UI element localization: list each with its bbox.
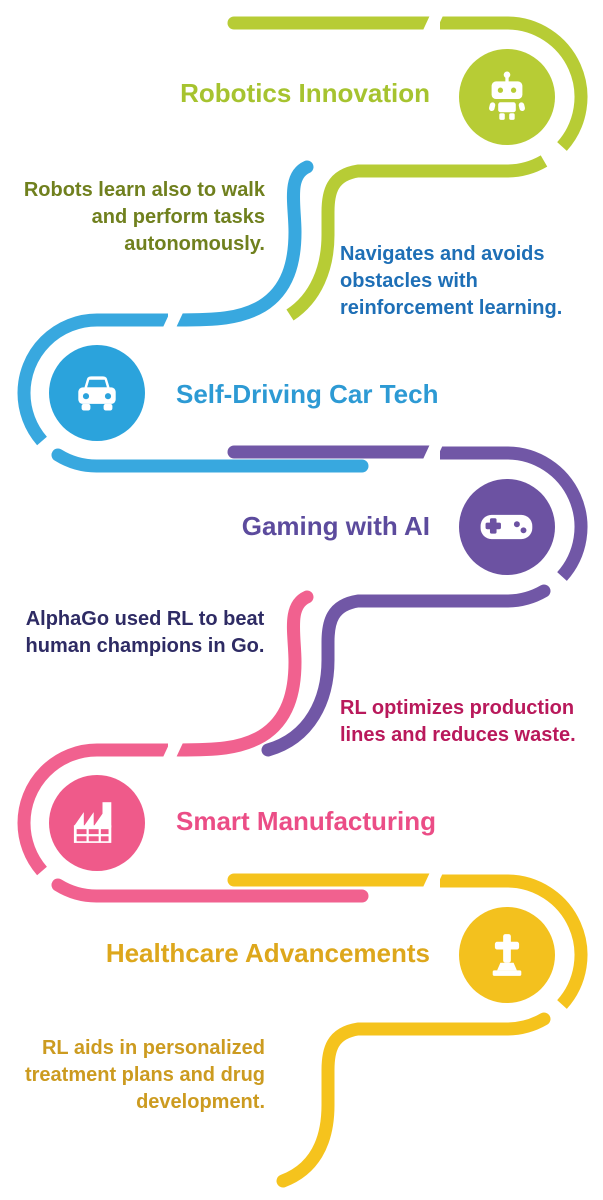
section-title-gaming: Gaming with AI xyxy=(241,511,430,541)
section-description-manufacturing: RL optimizes production lines and reduce… xyxy=(340,697,576,746)
robot-icon xyxy=(489,71,525,120)
section-title-healthcare: Healthcare Advancements xyxy=(105,938,430,968)
path-gap-cut xyxy=(160,302,186,338)
path-gap-cut xyxy=(420,862,446,898)
path-gap-cuts xyxy=(160,5,446,898)
robotics-ring-arc xyxy=(440,16,588,151)
manufacturing-entry-curve xyxy=(171,590,314,757)
car-icon xyxy=(78,376,116,411)
path-gap-cut xyxy=(160,732,186,768)
gaming-exit-path xyxy=(261,584,551,757)
section-title-robotics: Robotics Innovation xyxy=(180,78,430,108)
path-gap-cut xyxy=(420,5,446,41)
factory-icon xyxy=(73,802,112,843)
selfdriving-ring-arc xyxy=(17,313,168,446)
robotics-exit-path xyxy=(286,155,548,321)
gaming-ring-arc xyxy=(440,446,588,581)
section-title-manufacturing: Smart Manufacturing xyxy=(176,806,437,836)
selfdriving-entry-curve xyxy=(171,160,314,327)
selfdriving-exit-line xyxy=(51,448,369,473)
section-description-robotics: Robots learn also to walk and perform ta… xyxy=(23,179,265,255)
section-description-selfdriving: Navigates and avoids obstacles with rein… xyxy=(340,243,563,319)
manufacturing-exit-line xyxy=(51,878,369,903)
section-description-healthcare: RL aids in personalized treatment plans … xyxy=(24,1037,265,1113)
healthcare-ring-arc xyxy=(440,874,588,1009)
path-gap-cut xyxy=(420,434,446,470)
cross-icon xyxy=(492,934,522,976)
section-title-selfdriving: Self-Driving Car Tech xyxy=(176,379,439,409)
gamepad-icon xyxy=(480,514,533,540)
manufacturing-ring-arc xyxy=(17,743,168,876)
healthcare-exit-path xyxy=(276,1012,551,1188)
section-description-gaming: AlphaGo used RL to beat human champions … xyxy=(25,608,265,657)
